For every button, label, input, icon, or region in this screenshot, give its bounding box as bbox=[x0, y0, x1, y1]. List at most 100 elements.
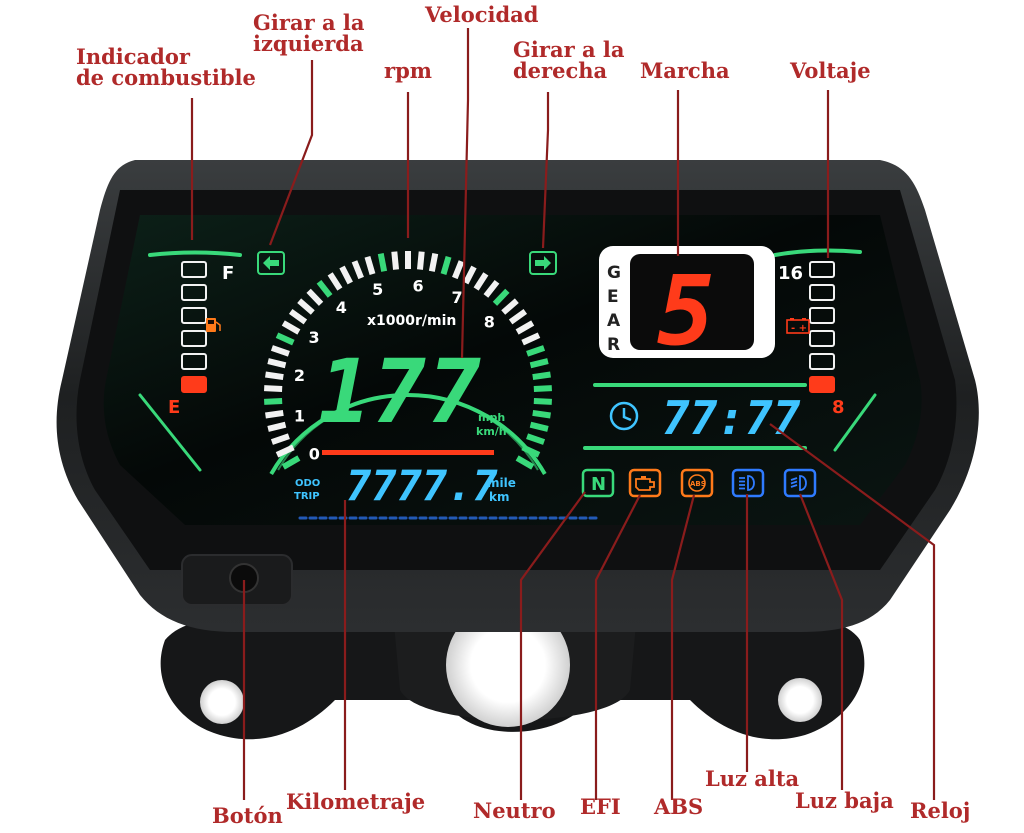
fuel-segment bbox=[181, 376, 207, 393]
label-clock: Reloj bbox=[910, 798, 970, 823]
speedometer: 177 mph km/h bbox=[318, 340, 507, 455]
rpm-tick bbox=[281, 320, 301, 335]
rpm-tick bbox=[327, 272, 343, 291]
rpm-tick bbox=[270, 345, 290, 357]
voltage-segment bbox=[809, 307, 835, 324]
rpm-tick bbox=[288, 309, 308, 325]
rpm-number: 6 bbox=[413, 277, 424, 296]
rpm-tick bbox=[501, 298, 519, 315]
label-high-beam: Luz alta bbox=[705, 766, 800, 791]
rpm-tick bbox=[264, 385, 283, 393]
label-right-turn-1: Girar a la bbox=[513, 37, 625, 62]
gear-letter-r: R bbox=[607, 335, 620, 355]
rpm-tick bbox=[526, 433, 546, 445]
rpm-tick bbox=[275, 332, 295, 346]
rpm-tick bbox=[440, 255, 452, 275]
screen-edge-glow bbox=[138, 248, 877, 520]
rpm-tick bbox=[270, 433, 290, 445]
rpm-tick bbox=[483, 279, 500, 298]
rpm-tick bbox=[521, 444, 541, 458]
voltage-segment bbox=[809, 353, 835, 370]
voltage-segment bbox=[809, 330, 835, 347]
fuel-segment bbox=[181, 353, 207, 370]
abs-icon-text: ABS bbox=[690, 480, 706, 488]
arrow-left-icon bbox=[263, 256, 279, 270]
label-neutral: Neutro bbox=[473, 798, 556, 823]
left-turn-signal bbox=[257, 251, 285, 275]
label-abs: ABS bbox=[653, 794, 703, 819]
voltage-high-label: 16 bbox=[778, 263, 803, 284]
fuel-gauge: F E bbox=[168, 261, 234, 418]
battery-icon: - + bbox=[786, 318, 810, 334]
speed-underline-bar bbox=[322, 450, 494, 455]
label-left-turn-1: Girar a la bbox=[253, 10, 365, 35]
fuel-segment bbox=[181, 330, 207, 347]
rpm-tick bbox=[515, 455, 535, 470]
indicator-neutral: N bbox=[581, 468, 615, 498]
rpm-tick bbox=[265, 409, 284, 419]
high-beam-icon bbox=[739, 475, 755, 491]
rpm-number: 3 bbox=[308, 328, 319, 347]
rpm-number: 7 bbox=[452, 288, 463, 307]
rpm-tick bbox=[351, 260, 364, 280]
bracket-hole-right bbox=[778, 678, 822, 722]
rpm-tick bbox=[515, 320, 535, 335]
label-voltage: Voltaje bbox=[789, 58, 871, 83]
odo-unit-km: km bbox=[489, 490, 509, 504]
rpm-tick bbox=[529, 358, 549, 369]
gear-letter-g: G bbox=[607, 263, 621, 283]
rpm-tick bbox=[533, 385, 552, 393]
label-fuel-2: de combustible bbox=[76, 65, 256, 90]
fuel-segment bbox=[181, 284, 207, 301]
label-right-turn-2: derecha bbox=[513, 58, 608, 83]
voltage-low-label: 8 bbox=[832, 397, 845, 418]
rpm-tick bbox=[316, 279, 333, 298]
mode-button-panel bbox=[181, 554, 293, 606]
rpm-tick bbox=[521, 332, 541, 346]
indicator-efi bbox=[628, 468, 662, 498]
label-left-turn-2: izquierda bbox=[253, 31, 364, 56]
rpm-tick bbox=[297, 298, 315, 315]
rpm-tick bbox=[306, 288, 324, 306]
clock-value: 77:77 bbox=[662, 391, 801, 445]
bracket-hole-left bbox=[200, 680, 244, 724]
gear-letter-e: E bbox=[607, 287, 619, 307]
engine-icon bbox=[635, 476, 655, 491]
odometer: ODO TRIP 7777.7 mile km bbox=[294, 461, 516, 510]
rpm-tick bbox=[533, 397, 552, 405]
rpm-number: 5 bbox=[372, 280, 383, 299]
rpm-tick bbox=[428, 253, 439, 272]
clock-display: 77:77 bbox=[609, 391, 801, 445]
fuel-segment bbox=[181, 307, 207, 324]
gear-letter-a: A bbox=[607, 311, 621, 331]
fuel-segment bbox=[181, 261, 207, 278]
fuel-full-label: F bbox=[222, 263, 234, 284]
low-beam-icon bbox=[790, 475, 807, 491]
rpm-tick bbox=[267, 358, 287, 369]
labels: Indicador de combustible Girar a la izqu… bbox=[76, 2, 970, 828]
speed-unit-kmh: km/h bbox=[476, 425, 507, 438]
odo-value: 7777.7 bbox=[346, 461, 498, 510]
rpm-tick bbox=[532, 371, 551, 381]
rpm-tick bbox=[452, 260, 465, 280]
rpm-tick bbox=[265, 371, 284, 381]
rpm-number: 2 bbox=[294, 366, 305, 385]
rpm-number: 1 bbox=[294, 407, 305, 426]
svg-text:- +: - + bbox=[791, 323, 807, 334]
rpm-tick bbox=[364, 255, 376, 275]
arrow-right-icon bbox=[535, 256, 551, 270]
rpm-tick bbox=[267, 421, 287, 432]
fuel-pump-icon bbox=[206, 318, 221, 332]
label-odometer: Kilometraje bbox=[286, 789, 425, 814]
label-fuel-1: Indicador bbox=[76, 44, 191, 69]
label-low-beam: Luz baja bbox=[795, 788, 894, 813]
odo-label: ODO bbox=[295, 478, 320, 489]
callout-lines bbox=[190, 28, 936, 800]
label-rpm: rpm bbox=[384, 58, 432, 83]
rpm-tick bbox=[264, 397, 283, 405]
rpm-tick bbox=[526, 345, 546, 357]
rpm-number: 8 bbox=[484, 312, 495, 331]
rpm-tick bbox=[275, 444, 295, 458]
odo-unit-mile: mile bbox=[487, 476, 516, 490]
